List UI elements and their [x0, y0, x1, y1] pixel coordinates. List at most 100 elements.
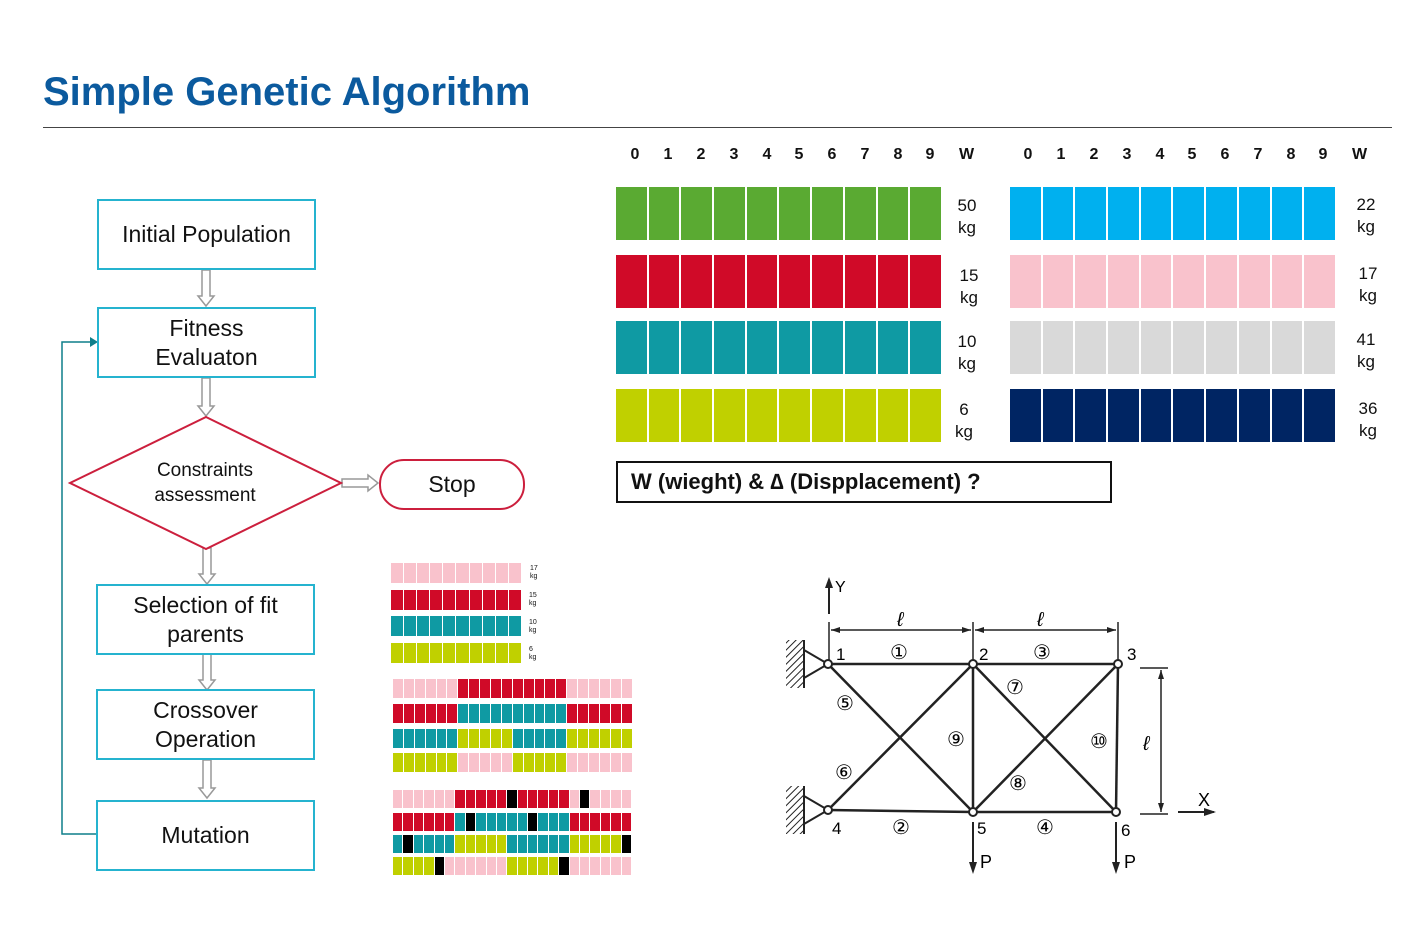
- gene-cell: [844, 389, 878, 442]
- mini-gene-cell: [391, 563, 405, 583]
- mini-gene-cell: [508, 563, 522, 583]
- mini-weight-value: 10: [529, 619, 537, 626]
- mini-gene-cell: [436, 679, 448, 698]
- y-axis-label: Y: [835, 579, 846, 596]
- gene-cell: [1140, 389, 1174, 442]
- mini-gene-cell: [393, 790, 404, 808]
- mini-gene-cell: [403, 729, 415, 748]
- mini-gene-cell: [434, 790, 445, 808]
- left-chromosome-1: [616, 255, 943, 308]
- mini-gene-cell: [600, 813, 612, 831]
- mini-gene-cell: [443, 590, 457, 610]
- gene-cell: [1075, 321, 1109, 374]
- mini-mutation-row-1: [393, 813, 632, 831]
- support-wall-bottom: [786, 786, 804, 834]
- weight-green: 50 kg: [947, 195, 987, 239]
- gene-cell: [1271, 255, 1305, 308]
- mini-gene-cell: [611, 790, 622, 808]
- member-label-9: ⑨: [947, 729, 965, 751]
- right-header-7: 7: [1253, 146, 1263, 163]
- mini-gene-cell: [393, 813, 404, 831]
- mini-gene-cell: [600, 835, 612, 853]
- mini-gene-cell: [610, 704, 622, 723]
- mini-gene-cell: [523, 753, 535, 772]
- mini-gene-cell: [455, 835, 466, 853]
- member-8: [972, 663, 1119, 813]
- crossover-label-line2: Operation: [154, 725, 256, 752]
- mini-gene-cell: [567, 729, 579, 748]
- gene-cell: [812, 321, 845, 374]
- mini-gene-cell: [621, 729, 633, 748]
- mini-gene-cell: [443, 563, 457, 583]
- mini-gene-cell: [444, 857, 456, 875]
- gene-cell: [1238, 321, 1272, 374]
- support-wall-top: [786, 640, 804, 688]
- initial-population-label: Initial Population: [122, 221, 291, 247]
- load-label-5: P: [980, 852, 992, 872]
- mini-gene-cell: [538, 790, 549, 808]
- mini-gene-cell: [589, 704, 600, 723]
- mini-gene-cell: [580, 813, 591, 831]
- right-chromosome-1: [1010, 255, 1337, 308]
- member-label-2: ②: [892, 817, 910, 839]
- mini-gene-cell: [548, 835, 560, 853]
- gene-cell: [648, 389, 682, 442]
- gene-cell: [1042, 255, 1076, 308]
- mini-gene-cell: [414, 729, 426, 748]
- node-label-3: 3: [1127, 645, 1136, 664]
- member-label-1: ①: [890, 642, 908, 664]
- gene-cell: [877, 187, 911, 240]
- mini-gene-cell: [434, 813, 445, 831]
- gene-cell: [1042, 389, 1076, 442]
- right-header-2: 2: [1089, 146, 1099, 163]
- mini-gene-cell: [417, 590, 431, 610]
- mini-gene-cell: [508, 616, 522, 636]
- mini-crossover-row-1: [393, 704, 633, 723]
- mini-gene-cell: [599, 679, 611, 698]
- mini-gene-cell: [512, 679, 524, 698]
- gene-cell: [1238, 255, 1272, 308]
- mini-gene-cell: [600, 857, 612, 875]
- gene-cell: [648, 255, 682, 308]
- gene-cell: [1173, 255, 1207, 308]
- mini-gene-cell: [425, 729, 437, 748]
- mini-gene-cell: [578, 753, 590, 772]
- gene-cell: [1206, 187, 1239, 240]
- mini-gene-cell: [393, 729, 404, 748]
- member-label-3: ③: [1033, 642, 1051, 664]
- mini-gene-cell: [501, 679, 513, 698]
- mini-gene-cell: [465, 835, 477, 853]
- constraints-label: Constraints assessment: [110, 458, 300, 508]
- gene-cell: [1140, 255, 1174, 308]
- mini-gene-cell: [424, 813, 435, 831]
- mini-gene-cell: [456, 616, 470, 636]
- x-axis-label: X: [1198, 790, 1210, 810]
- mini-gene-cell: [482, 590, 496, 610]
- mini-crossover-row-3: [393, 753, 633, 772]
- gene-cell: [1206, 321, 1239, 374]
- gene-cell: [910, 321, 943, 374]
- crossover-box: Crossover Operation: [96, 689, 315, 760]
- mini-gene-cell: [458, 753, 470, 772]
- mini-gene-cell: [404, 563, 418, 583]
- mini-gene-cell: [391, 616, 405, 636]
- mini-gene-cell: [517, 813, 529, 831]
- dim-arrowhead: [1107, 627, 1116, 633]
- mini-gene-cell: [621, 679, 633, 698]
- mini-gene-cell: [517, 835, 529, 853]
- gene-cell: [844, 187, 878, 240]
- mini-gene-cell: [517, 857, 529, 875]
- mini-gene-cell: [559, 835, 570, 853]
- mini-gene-cell: [545, 753, 557, 772]
- gene-cell: [910, 187, 943, 240]
- mini-gene-cell: [455, 857, 466, 875]
- mini-gene-cell: [436, 753, 448, 772]
- mini-gene-cell: [403, 679, 415, 698]
- mini-gene-cell: [430, 643, 444, 663]
- mini-gene-cell: [611, 835, 622, 853]
- dim-arrowhead: [831, 627, 840, 633]
- mini-gene-cell: [580, 790, 591, 808]
- node-label-5: 5: [977, 819, 986, 838]
- selection-box: Selection of fit parents: [96, 584, 315, 655]
- mini-gene-cell: [425, 704, 437, 723]
